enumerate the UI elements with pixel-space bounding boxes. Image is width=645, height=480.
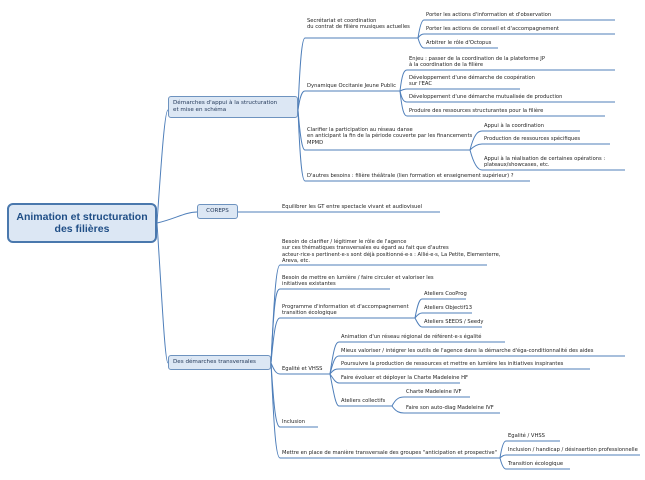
branch-transversales[interactable]: Des démarches transversales [168,355,271,370]
node-secretariat[interactable]: Secrétariat et coordination du contrat d… [307,18,410,31]
node-programme-child-1[interactable]: Ateliers CooProg [424,291,467,297]
node-programme-child-2[interactable]: Ateliers Objectif13 [424,305,473,311]
node-groupes-child-1[interactable]: Egalité / VHSS [508,433,545,439]
node-ateliers-child-2[interactable]: Faire son auto-diag Madeleine IVF [406,405,494,411]
node-groupes[interactable]: Mettre en place de manière transversale … [282,450,498,456]
node-groupes-child-3[interactable]: Transition écologique [508,461,564,467]
node-secretariat-child-3[interactable]: Arbitrer le rôle d'Octopus [426,40,492,46]
node-besoin-lumiere[interactable]: Besoin de mettre en lumière / faire circ… [282,275,434,288]
node-inclusion[interactable]: Inclusion [282,419,306,425]
node-dynamique[interactable]: Dynamique Occitanie Jeune Public [307,83,396,89]
branch-demarches-appui[interactable]: Démarches d'appui à la structuration et … [168,96,298,118]
node-secretariat-child-2[interactable]: Porter les actions de conseil et d'accom… [426,26,559,32]
node-coreps-child[interactable]: Equilibrer les GT entre spectacle vivant… [282,204,422,210]
node-programme[interactable]: Programme d'information et d'accompagnem… [282,304,409,317]
node-dynamique-child-2[interactable]: Développement d'une démarche de coopérat… [409,75,535,88]
node-egalite[interactable]: Egalité et VHSS [282,366,323,372]
node-clarifier-child-2[interactable]: Production de ressources spécifiques [484,136,581,142]
branch-coreps[interactable]: COREPS [197,204,238,219]
node-egalite-child-3[interactable]: Poursuivre la production de ressources e… [341,361,564,367]
node-secretariat-child-1[interactable]: Porter les actions d'information et d'ob… [426,12,552,18]
node-besoin-clarifier[interactable]: Besoin de clarifier / légitimer le rôle … [282,239,501,265]
node-egalite-child-4[interactable]: Faire évoluer et déployer la Charte Made… [341,375,469,381]
node-clarifier-child-3[interactable]: Appui à la réalisation de certaines opér… [484,156,606,169]
node-clarifier-child-1[interactable]: Appui à la coordination [484,123,544,129]
node-ateliers-child-1[interactable]: Charte Madeleine IVF [406,389,462,395]
node-groupes-child-2[interactable]: Inclusion / handicap / désinsertion prof… [508,447,638,453]
node-ateliers-collectifs[interactable]: Ateliers collectifs [341,398,386,404]
node-clarifier[interactable]: Clarifier la participation au réseau dan… [307,127,473,146]
node-dynamique-child-4[interactable]: Produire des ressources structurantes po… [409,108,544,114]
node-egalite-child-1[interactable]: Animation d'un réseau régional de référe… [341,334,482,340]
node-dynamique-child-1[interactable]: Enjeu : passer de la coordination de la … [409,56,545,69]
central-topic[interactable]: Animation et structuration des filières [7,203,157,243]
node-egalite-child-2[interactable]: Mieux valoriser / intégrer les outils de… [341,348,594,354]
node-autres-besoins[interactable]: D'autres besoins : filière théâtrale (li… [307,173,514,179]
node-dynamique-child-3[interactable]: Développement d'une démarche mutualisée … [409,94,563,100]
node-programme-child-3[interactable]: Ateliers SEEDS / Seedy [424,319,484,325]
